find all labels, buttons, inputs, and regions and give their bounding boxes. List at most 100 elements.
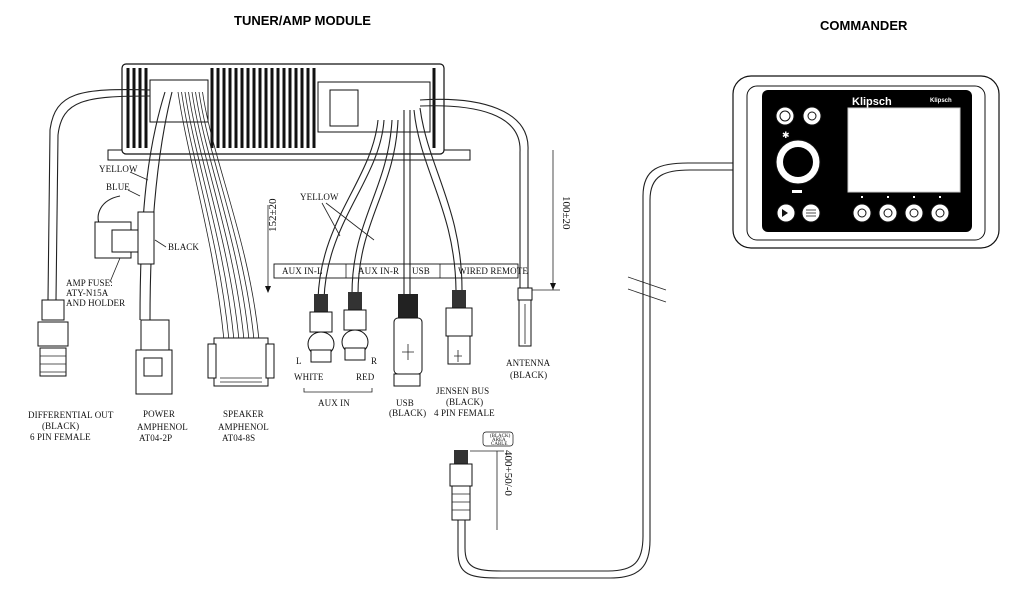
tuner-title: TUNER/AMP MODULE bbox=[234, 13, 371, 28]
softkey-ring-icon bbox=[909, 208, 919, 218]
commander-softkey-button[interactable] bbox=[904, 203, 924, 223]
commander-softkey-button[interactable] bbox=[930, 203, 950, 223]
dim-152-arrow bbox=[265, 286, 271, 293]
speaker-wire bbox=[177, 91, 225, 341]
label-yellow-left: YELLOW bbox=[99, 164, 138, 174]
softkey-ring-icon bbox=[857, 208, 867, 218]
speaker-wire bbox=[198, 91, 255, 341]
commander-title: COMMANDER bbox=[820, 18, 908, 33]
antenna-label: ANTENNA bbox=[506, 358, 551, 368]
antenna-color: (BLACK) bbox=[510, 370, 547, 380]
diff-out-label: DIFFERENTIAL OUT bbox=[28, 410, 114, 420]
commander-menu-button[interactable] bbox=[801, 203, 821, 223]
diff-out-pins: 6 PIN FEMALE bbox=[30, 432, 91, 442]
commander-settings-button[interactable] bbox=[802, 106, 822, 126]
aux-l-cable-b bbox=[323, 119, 385, 301]
left-connector-housing bbox=[149, 79, 209, 123]
power-wire-yellow bbox=[139, 91, 166, 321]
aux-r-connector bbox=[341, 292, 369, 361]
dim-100-text: 100±20 bbox=[560, 196, 572, 230]
speaker-brand: AMPHENOL bbox=[218, 422, 269, 432]
jensen-pins: 4 PIN FEMALE bbox=[434, 408, 495, 418]
commander-cable-outer bbox=[457, 169, 745, 579]
speaker-connector bbox=[207, 337, 275, 387]
aux-l-connector bbox=[307, 294, 335, 363]
commander-play-pause-button[interactable] bbox=[776, 203, 796, 223]
aux-in-bracket bbox=[303, 388, 373, 393]
label-yellow-aux: YELLOW bbox=[300, 192, 339, 202]
jensen-cable-b bbox=[419, 107, 463, 291]
speaker-wire bbox=[184, 91, 235, 341]
commander-softkeys bbox=[852, 196, 950, 223]
commander-power-button[interactable] bbox=[775, 106, 795, 126]
tag-line3: CABLE bbox=[491, 442, 507, 447]
extension-connector bbox=[449, 450, 473, 521]
commander-model: Klipsch bbox=[930, 98, 952, 104]
leader-yellow-aux-2 bbox=[325, 202, 375, 241]
port-wired-remote: WIRED REMOTE bbox=[458, 266, 528, 276]
power-wire-black bbox=[149, 91, 173, 321]
aux-in-label: AUX IN bbox=[318, 398, 350, 408]
cable-break-2 bbox=[627, 288, 667, 303]
diff-out-cable bbox=[47, 89, 151, 301]
power-label: POWER bbox=[143, 409, 175, 419]
port-aux-l: AUX IN-L bbox=[282, 266, 323, 276]
speaker-part: AT04-8S bbox=[222, 433, 255, 443]
jensen-color: (BLACK) bbox=[446, 397, 483, 407]
antenna-connector bbox=[517, 287, 533, 347]
antenna-cable-b bbox=[419, 105, 521, 288]
leader-blue bbox=[127, 189, 141, 197]
label-black: BLACK bbox=[168, 242, 199, 252]
fuse-holder bbox=[94, 211, 155, 265]
usb-connector bbox=[393, 294, 423, 387]
aux-l-letter: L bbox=[296, 356, 302, 366]
tuner-amp-module bbox=[107, 63, 471, 161]
speaker-wire bbox=[191, 91, 245, 341]
diff-out-cable-b bbox=[55, 95, 151, 301]
aux-red: RED bbox=[356, 372, 375, 382]
aux-r-cable-b bbox=[357, 119, 399, 295]
speaker-wire bbox=[202, 91, 260, 341]
knob-indicator bbox=[792, 190, 802, 193]
antenna-socket bbox=[329, 89, 359, 127]
speaker-wire-bundle bbox=[177, 91, 260, 341]
leader-black bbox=[154, 239, 167, 248]
extension-cable-tag bbox=[482, 431, 514, 447]
jensen-connector bbox=[445, 290, 473, 365]
dim-100-arrow bbox=[550, 283, 556, 290]
speaker-wire bbox=[195, 91, 250, 341]
antenna-cable bbox=[419, 98, 529, 288]
tag-line1: (BLACK) bbox=[490, 434, 511, 439]
jensen-cable bbox=[413, 109, 457, 291]
speaker-wire bbox=[188, 91, 240, 341]
port-usb: USB bbox=[412, 266, 430, 276]
tag-line2: AREA bbox=[492, 438, 506, 443]
commander-volume-knob[interactable] bbox=[775, 139, 821, 185]
commander-cable-inner bbox=[464, 162, 745, 572]
leader-fuse bbox=[109, 257, 121, 283]
dim-400-text: 400+50/-0 bbox=[502, 450, 514, 496]
diff-out-color: (BLACK) bbox=[42, 421, 79, 431]
fuse-line1: AMP FUSE: bbox=[66, 278, 113, 288]
fuse-line3: AND HOLDER bbox=[66, 298, 125, 308]
speaker-wire bbox=[181, 91, 230, 341]
aux-r-cable bbox=[351, 119, 393, 295]
speaker-label: SPEAKER bbox=[223, 409, 264, 419]
commander-softkey-button[interactable] bbox=[878, 203, 898, 223]
aux-l-cable bbox=[317, 119, 379, 301]
jensen-label: JENSEN BUS bbox=[436, 386, 489, 396]
usb-color: (BLACK) bbox=[389, 408, 426, 418]
softkey-ring-icon bbox=[935, 208, 945, 218]
power-brand: AMPHENOL bbox=[137, 422, 188, 432]
heatsink-fins bbox=[126, 68, 436, 148]
cable-break-1 bbox=[627, 276, 667, 291]
dim-152-text: 152±20 bbox=[267, 198, 279, 232]
power-part: AT04-2P bbox=[139, 433, 172, 443]
commander-softkey-button[interactable] bbox=[852, 203, 872, 223]
diff-out-connector bbox=[37, 299, 69, 377]
port-label-strip bbox=[273, 263, 519, 279]
fuse-line2: ATY-N15A bbox=[66, 288, 109, 298]
commander-brand-logo: Klipsch bbox=[852, 96, 892, 108]
